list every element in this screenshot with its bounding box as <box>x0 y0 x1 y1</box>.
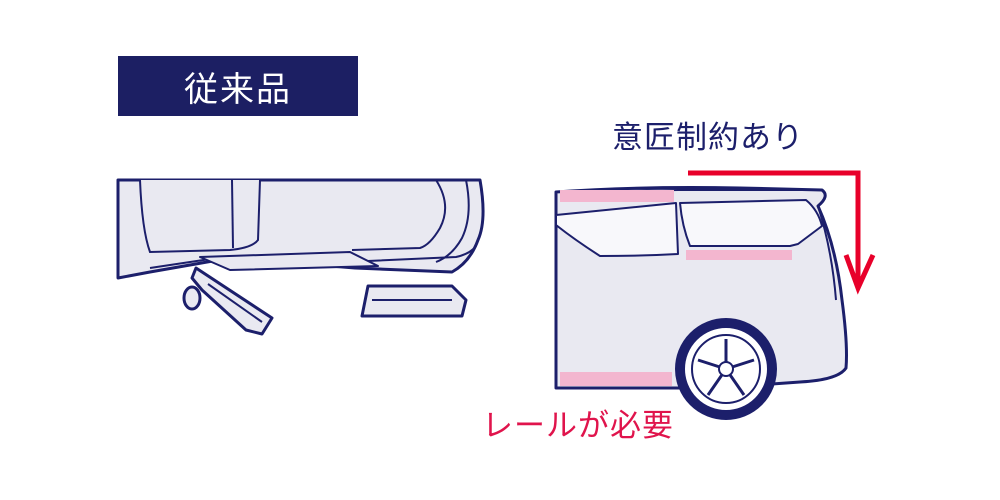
left-door-panel <box>120 179 261 254</box>
left-step-plate <box>199 251 379 271</box>
rail-required-label: レールが必要 <box>482 408 674 444</box>
left-rear-window-edge <box>351 179 447 251</box>
left-window-pillar <box>231 179 234 249</box>
rail-roller-icon <box>182 285 202 311</box>
lower-rail-arm-inner <box>207 283 263 323</box>
conventional-product-badge: 従来品 <box>118 56 358 116</box>
right-van-rear-view <box>554 170 876 420</box>
right-rear-edge <box>817 205 837 301</box>
badge-label: 従来品 <box>184 69 292 110</box>
roof-rail-highlight <box>560 190 674 202</box>
wheel-hub <box>718 361 734 377</box>
right-side-window <box>555 202 679 257</box>
design-constraint-arrow-icon <box>688 170 876 295</box>
design-constraint-label: 意匠制約あり <box>612 120 804 156</box>
left-van-side-view <box>116 178 485 336</box>
lower-rail-highlight <box>560 372 672 386</box>
window-rail-highlight <box>686 250 792 260</box>
right-rear-quarter-window <box>679 199 823 247</box>
